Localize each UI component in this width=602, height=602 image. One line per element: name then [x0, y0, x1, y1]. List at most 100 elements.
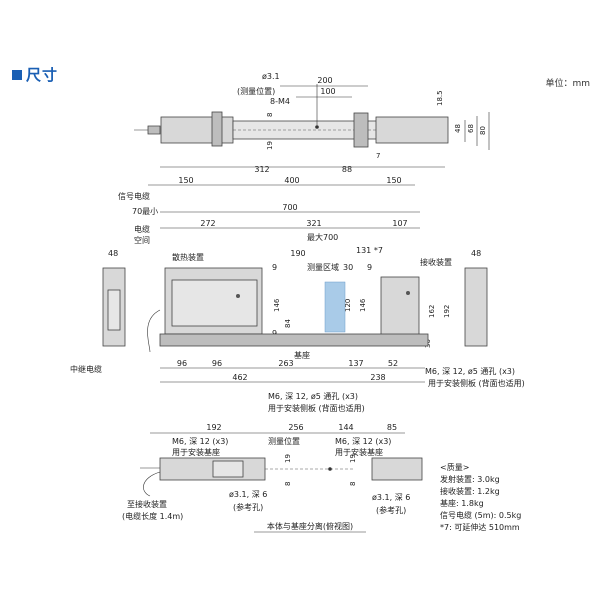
bottom-m6-left-sub: 用于安装基座	[172, 447, 220, 457]
bottom-dim-256: 256	[288, 423, 303, 432]
front-receiver-screw	[406, 291, 410, 295]
front-cable-space-2: 空间	[134, 235, 150, 245]
front-dim-9b: 9	[367, 263, 372, 272]
bottom-dim-192: 192	[206, 423, 221, 432]
bottom-ref-left-label: (参考孔)	[233, 502, 263, 512]
bottom-cable	[143, 471, 161, 497]
bottom-dim-8b: 8	[349, 482, 357, 486]
top-dim-150a: 150	[178, 176, 193, 185]
bottom-emitter-body	[159, 457, 266, 481]
bottom-dim-8a: 8	[284, 482, 292, 486]
front-measurement-area	[324, 281, 346, 333]
top-receiver-body	[375, 116, 449, 144]
mass-line-base: 基座: 1.8kg	[440, 498, 484, 508]
mass-title: <质量>	[440, 462, 469, 472]
front-dim-9a: 9	[272, 263, 277, 272]
front-m6-right-sub: 用于安装侧板 (背面也适用)	[428, 378, 525, 388]
top-dim-312: 312	[254, 165, 269, 174]
front-max700-label: 最大700	[307, 232, 338, 242]
front-view: 信号电缆 70最小 电缆 空间 700 272 321 107 最大700 19…	[70, 191, 525, 413]
mass-line-cable: 信号电缆 (5m): 0.5kg	[440, 510, 521, 520]
section-title: 尺寸	[12, 64, 58, 85]
top-dim-18-5: 18.5	[436, 90, 444, 106]
bottom-meas-point	[328, 467, 332, 471]
front-dim-52: 52	[388, 359, 398, 368]
bottom-phi-left-label: ø3.1, 深 6	[229, 490, 267, 499]
front-dim-272: 272	[200, 219, 215, 228]
front-dim-146a: 146	[273, 298, 281, 312]
front-dim-96a: 96	[177, 359, 187, 368]
bottom-caption: 本体与基座分离(俯视图)	[267, 521, 353, 531]
bottom-meas-pos-label: 测量位置	[268, 436, 300, 446]
bottom-m6-right-sub: 用于安装基座	[335, 447, 383, 457]
top-meas-pos-label: (测量位置)	[237, 86, 275, 96]
front-m6-bottom-label: M6, 深 12, ø5 通孔 (x3)	[268, 391, 358, 401]
top-dim-8: 8	[266, 113, 274, 117]
bottom-view: 192 256 144 85 M6, 深 12 (x3) 用于安装基座 测量位置…	[122, 423, 423, 533]
bottom-dim-144: 144	[338, 423, 353, 432]
top-probe-tip	[147, 125, 161, 135]
top-dim-80: 80	[479, 126, 487, 135]
bottom-dim-19a: 19	[284, 454, 292, 463]
mass-line-note: *7: 可延伸达 510mm	[440, 522, 520, 532]
front-radiator	[171, 279, 258, 327]
top-emitter-flange	[211, 111, 223, 147]
front-dim-30: 30	[343, 263, 353, 272]
bottom-cable-len-label: (电缆长度 1.4m)	[122, 511, 183, 521]
top-view: 200 100 ø3.1 (测量位置) 8-M4 18.5 48 68 80 8…	[134, 72, 490, 186]
front-dim-238: 238	[370, 373, 385, 382]
front-base	[159, 333, 429, 347]
bottom-dim-85: 85	[387, 423, 397, 432]
front-emitter-screw	[236, 294, 240, 298]
top-dim-88: 88	[342, 165, 352, 174]
front-dim-700-label: 700	[282, 203, 297, 212]
bottom-ref-right-label: (参考孔)	[376, 505, 406, 515]
front-dim-263: 263	[278, 359, 293, 368]
front-relay-cable	[147, 309, 161, 353]
top-dim-100-label: 100	[320, 87, 335, 96]
top-dim-7: 7	[376, 152, 380, 160]
front-dim-84: 84	[284, 319, 292, 328]
front-meas-area-label: 测量区域	[307, 262, 339, 272]
top-dim-400: 400	[284, 176, 299, 185]
bottom-m6-right-label: M6, 深 12 (x3)	[335, 437, 391, 446]
mass-table: <质量> 发射装置: 3.0kg 接收装置: 1.2kg 基座: 1.8kg 信…	[440, 462, 521, 532]
bottom-m6-left-label: M6, 深 12 (x3)	[172, 437, 228, 446]
front-receiver-body	[380, 276, 420, 342]
front-cable-space-1: 电缆	[134, 224, 150, 234]
front-m6-bottom-sub: 用于安装侧板 (背面也适用)	[268, 403, 365, 413]
front-right-endview	[464, 267, 488, 347]
front-signal-cable-label: 信号电缆	[118, 191, 150, 201]
mass-line-emitter: 发射装置: 3.0kg	[440, 474, 500, 484]
front-dim-48l: 48	[108, 249, 118, 258]
front-dim-192: 192	[443, 305, 451, 318]
front-relay-cable-label: 中继电缆	[70, 364, 102, 374]
section-title-text: 尺寸	[26, 66, 59, 84]
bottom-receiver-body	[371, 457, 423, 481]
front-receiver-label: 接收装置	[420, 257, 452, 267]
top-dim-68: 68	[467, 124, 475, 133]
front-dim-321: 321	[306, 219, 321, 228]
front-dim-190: 190	[290, 249, 305, 258]
top-receiver-flange	[353, 112, 369, 148]
top-dim-200-label: 200	[317, 76, 332, 85]
top-dim-150b: 150	[386, 176, 401, 185]
front-dim-131: 131 *7	[356, 246, 383, 255]
top-dim-48: 48	[454, 124, 462, 133]
front-left-endview-panel	[107, 289, 121, 331]
front-dim-9c: 9	[272, 329, 277, 338]
front-dim-48r: 48	[471, 249, 481, 258]
top-meas-point	[315, 125, 319, 129]
front-base-label: 基座	[294, 350, 310, 360]
front-dim-120: 120	[344, 299, 352, 312]
bottom-dim-19b: 19	[349, 454, 357, 463]
front-dim-462: 462	[232, 373, 247, 382]
front-dim-137: 137	[348, 359, 363, 368]
front-dim-162: 162	[428, 305, 436, 318]
title-bullet-icon	[12, 70, 22, 80]
front-dim-146b: 146	[359, 298, 367, 312]
front-radiator-label: 散热装置	[172, 252, 204, 262]
front-min70-label: 70最小	[132, 207, 158, 216]
